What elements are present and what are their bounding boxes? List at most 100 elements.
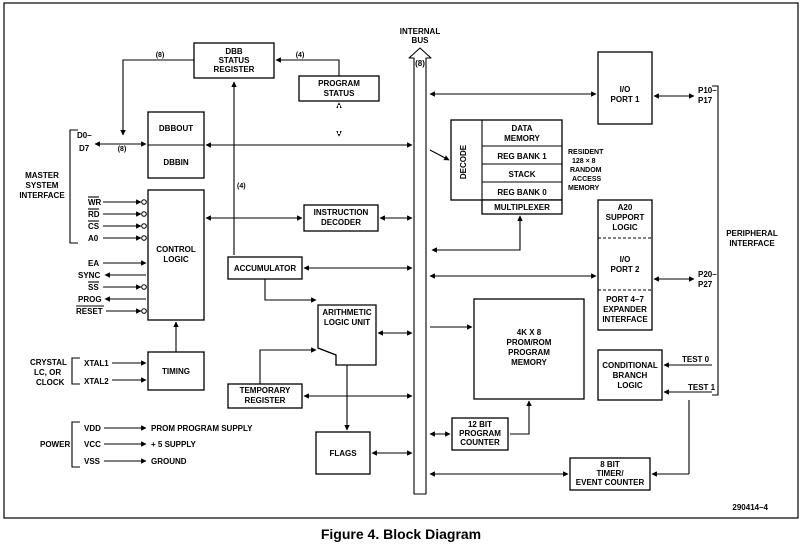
vss-label: VSS [84,457,101,466]
peripheral-l2: INTERFACE [729,239,775,248]
reset-label: RESET [76,307,103,316]
figure-number: 290414–4 [732,503,768,512]
program-status-l1: PROGRAM [318,79,360,88]
peripheral-l1: PERIPHERAL [726,229,778,238]
rd-label: RD [88,210,100,219]
p20-label: P20– [698,270,717,279]
port47-l2: EXPANDER [603,305,647,314]
timing-label: TIMING [162,367,190,376]
multiplexer [481,199,563,215]
decode-label: DECODE [459,144,468,179]
dbb-status-l3: REGISTER [214,65,255,74]
io-port2-l2: PORT 2 [611,265,640,274]
accumulator-label: ACCUMULATOR [234,264,297,273]
prom-l4: MEMORY [511,358,547,367]
master-l2: SYSTEM [26,181,59,190]
vcc-label: VCC [84,440,101,449]
port47-l3: INTERFACE [602,315,648,324]
temporary-register [227,383,303,409]
wr-label: WR [88,198,102,207]
a20-l3: LOGIC [612,223,638,232]
dbbin-label: DBBIN [163,158,189,167]
top-bus-width: (8) [156,52,165,59]
xtal2-label: XTAL2 [84,377,109,386]
p17-label: P17 [698,96,713,105]
alu-l1: ARITHMETIC [322,308,372,317]
io-port2-l1: I/O [620,255,631,264]
data-memory-block [450,119,563,201]
timer-l3: EVENT COUNTER [576,478,645,487]
timer-l2: TIMER/ [596,469,624,478]
crystal-l1: CRYSTAL [30,358,67,367]
program-status [298,75,380,102]
timer-l1: 8 BIT [600,460,620,469]
d7-label: D7 [79,144,90,153]
program-status-l2: STATUS [324,89,355,98]
flags [315,431,371,475]
sync-label: SYNC [78,271,100,280]
pc-l2: PROGRAM [459,429,501,438]
master-l1: MASTER [25,171,59,180]
alu-l2: LOGIC UNIT [324,318,370,327]
ram-note-l5: MEMORY [568,185,600,192]
vdd-label: VDD [84,424,101,433]
test1-label: TEST 1 [688,383,716,392]
pc-l1: 12 BIT [468,420,492,429]
cs-label: CS [88,222,100,231]
bus-label-2: BUS [412,36,430,45]
cond-l3: LOGIC [617,381,643,390]
control-logic [147,189,205,321]
io-port-1 [597,51,653,125]
bus-label-1: INTERNAL [400,27,441,36]
program-counter [451,417,509,451]
power-label: POWER [40,440,70,449]
conditional-branch-logic [597,349,663,401]
instr-dec-l2: DECODER [321,218,361,227]
test0-label: TEST 0 [682,355,710,364]
dbb-status-register [193,42,275,79]
multiplexer-label: MULTIPLEXER [494,203,550,212]
bus-width: (8) [415,59,425,68]
timing [147,351,205,391]
prog-label: PROG [78,295,102,304]
xtal1-label: XTAL1 [84,359,109,368]
internal-bus: INTERNAL BUS (8) [400,27,441,495]
ram-note-l4: ACCESS [572,176,602,183]
data-bus-width: (8) [118,146,127,153]
p10-label: P10– [698,86,717,95]
control-logic-l1: CONTROL [156,245,196,254]
d0-label: D0– [77,131,92,140]
prom-l1: 4K X 8 [517,328,542,337]
acc-bus-width: (4) [237,183,246,190]
ram-note-l3: RANDOM [570,167,602,174]
data-memory-l2: MEMORY [504,134,540,143]
cond-l2: BRANCH [613,371,648,380]
a0-label: A0 [88,234,99,243]
temp-reg-l1: TEMPORARY [240,386,291,395]
io-port1-l1: I/O [620,85,631,94]
prom-l2: PROM/ROM [507,338,552,347]
port2-stack [597,199,653,331]
supply5-label: + 5 SUPPLY [151,440,197,449]
stack-label: STACK [509,170,536,179]
a20-l1: A20 [618,203,633,212]
ea-label: EA [88,259,99,268]
port47-l1: PORT 4–7 [606,295,644,304]
temp-reg-l2: REGISTER [245,396,286,405]
reg-bank-1: REG BANK 1 [497,152,547,161]
crystal-l3: CLOCK [36,378,65,387]
prom-l3: PROGRAM [508,348,550,357]
ram-note-l2: 128 × 8 [572,158,596,165]
instr-dec-l1: INSTRUCTION [314,208,369,217]
instruction-decoder [303,204,379,232]
alu [317,304,377,366]
cond-l1: CONDITIONAL [602,361,658,370]
crystal-l2: LC, OR [34,368,61,377]
control-logic-l2: LOGIC [163,255,189,264]
a20-l2: SUPPORT [606,213,645,222]
reg-bank-0: REG BANK 0 [497,188,547,197]
timer-event-counter [569,457,651,491]
status-bus-width: (4) [296,52,305,59]
ground-label: GROUND [151,457,187,466]
